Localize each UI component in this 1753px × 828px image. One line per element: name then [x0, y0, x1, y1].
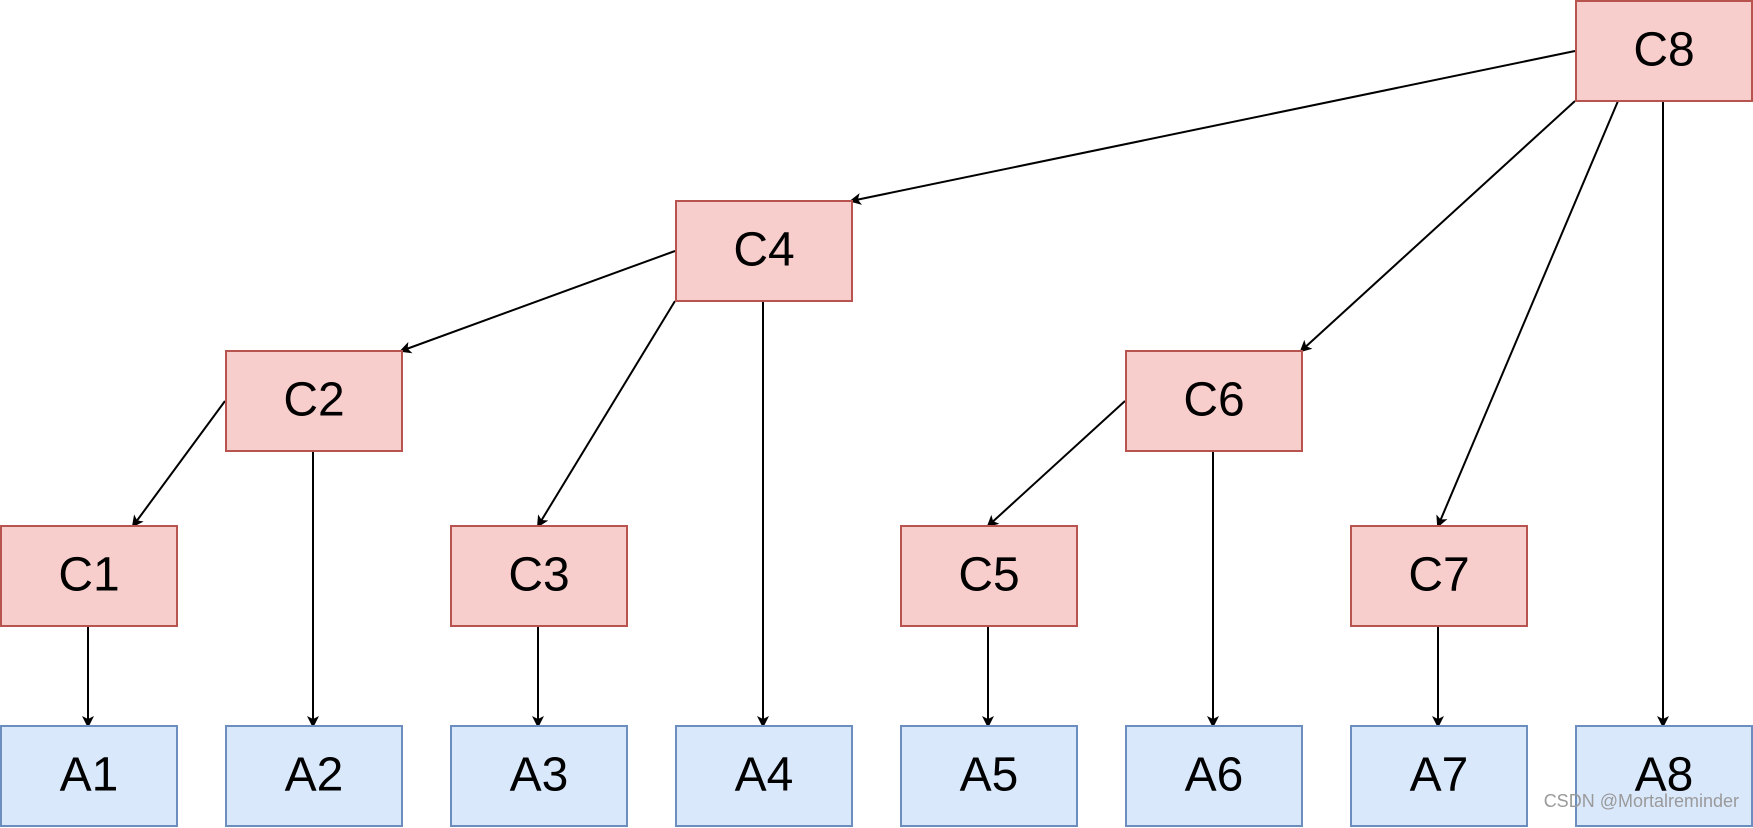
- node-a4: A4: [675, 725, 853, 827]
- edge-c6-to-c5: [986, 400, 1126, 528]
- edge-c8-to-c7: [1436, 100, 1619, 528]
- node-label-a4: A4: [735, 749, 794, 802]
- node-box-a7: [1350, 725, 1528, 827]
- node-label-c3: C3: [508, 549, 569, 602]
- edge-c4-to-c2: [399, 250, 676, 354]
- node-box-a6: [1125, 725, 1303, 827]
- node-box-c4: [675, 200, 853, 302]
- node-label-c4: C4: [733, 224, 794, 277]
- node-a1: A1: [0, 725, 178, 827]
- node-a3: A3: [450, 725, 628, 827]
- node-c8: C8: [1575, 0, 1753, 102]
- watermark-text: CSDN @Mortalreminder: [1543, 791, 1739, 811]
- node-label-a2: A2: [285, 749, 344, 802]
- node-c5: C5: [900, 525, 1078, 627]
- node-c4: C4: [675, 200, 853, 302]
- node-label-c6: C6: [1183, 374, 1244, 427]
- node-box-a5: [900, 725, 1078, 827]
- edge-c4-to-c3: [536, 300, 676, 528]
- node-label-a3: A3: [510, 749, 569, 802]
- node-box-a1: [0, 725, 178, 827]
- node-label-c1: C1: [58, 549, 119, 602]
- node-a8: A8: [1575, 725, 1753, 827]
- edge-c8-to-c4: [849, 50, 1576, 205]
- node-box-c7: [1350, 525, 1528, 627]
- node-c7: C7: [1350, 525, 1528, 627]
- node-box-a3: [450, 725, 628, 827]
- node-box-c6: [1125, 350, 1303, 452]
- node-a5: A5: [900, 725, 1078, 827]
- node-box-c5: [900, 525, 1078, 627]
- node-a6: A6: [1125, 725, 1303, 827]
- edge-c2-to-c1: [131, 400, 226, 528]
- node-label-a7: A7: [1410, 749, 1469, 802]
- node-box-a2: [225, 725, 403, 827]
- node-box-a4: [675, 725, 853, 827]
- node-c6: C6: [1125, 350, 1303, 452]
- node-label-c2: C2: [283, 374, 344, 427]
- node-box-a8: [1575, 725, 1753, 827]
- node-c2: C2: [225, 350, 403, 452]
- node-label-c5: C5: [958, 549, 1019, 602]
- node-a7: A7: [1350, 725, 1528, 827]
- node-label-c8: C8: [1633, 24, 1694, 77]
- node-a2: A2: [225, 725, 403, 827]
- node-box-c2: [225, 350, 403, 452]
- node-label-a6: A6: [1185, 749, 1244, 802]
- node-label-a8: A8: [1635, 749, 1694, 802]
- node-label-c7: C7: [1408, 549, 1469, 602]
- node-box-c3: [450, 525, 628, 627]
- node-c1: C1: [0, 525, 178, 627]
- node-label-a5: A5: [960, 749, 1019, 802]
- edges-layer: [82, 50, 1669, 728]
- node-c3: C3: [450, 525, 628, 627]
- edge-c8-to-c6: [1299, 100, 1576, 353]
- node-box-c1: [0, 525, 178, 627]
- node-label-a1: A1: [60, 749, 119, 802]
- node-box-c8: [1575, 0, 1753, 102]
